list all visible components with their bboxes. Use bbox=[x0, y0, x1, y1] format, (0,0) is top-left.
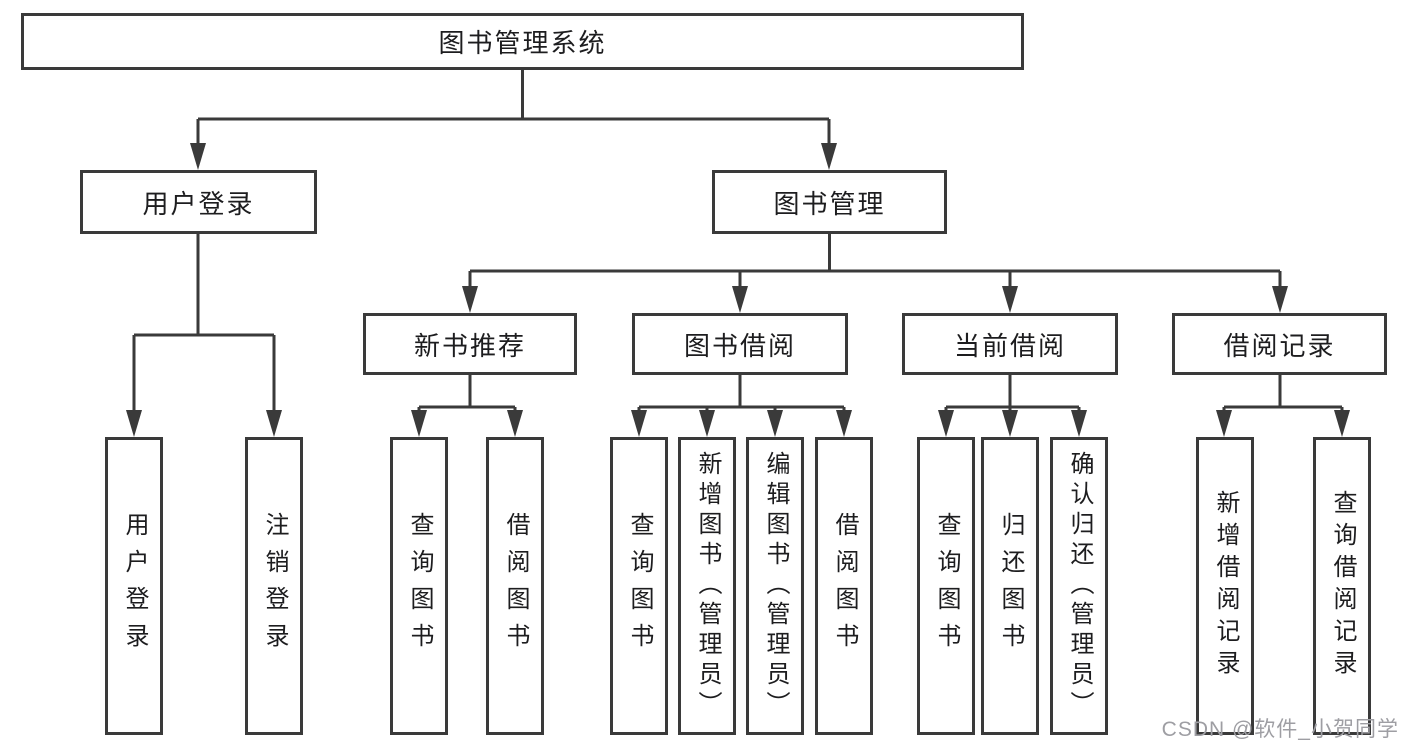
leaf-nbr-query-book: 查询图书 bbox=[390, 437, 448, 735]
node-user-login: 用户登录 bbox=[80, 170, 317, 234]
leaf-bb-borrow-book: 借阅图书 bbox=[815, 437, 873, 735]
node-book-management-label: 图书管理 bbox=[773, 188, 886, 219]
node-current-borrowing: 当前借阅 bbox=[902, 313, 1118, 375]
node-new-book-recommend-label: 新书推荐 bbox=[413, 330, 526, 361]
node-book-management: 图书管理 bbox=[712, 170, 947, 234]
arrowheads bbox=[126, 143, 1350, 437]
node-new-book-recommend: 新书推荐 bbox=[363, 313, 577, 375]
leaf-bb-add-book-admin: 新增图书（管理员） bbox=[678, 437, 736, 735]
leaf-logout: 注销登录 bbox=[245, 437, 303, 735]
node-book-borrowing-label: 图书借阅 bbox=[683, 330, 796, 361]
node-current-borrowing-label: 当前借阅 bbox=[953, 330, 1066, 361]
leaf-user-login: 用户登录 bbox=[105, 437, 163, 735]
leaf-bb-query-book: 查询图书 bbox=[610, 437, 668, 735]
leaf-cb-confirm-return-admin: 确认归还（管理员） bbox=[1050, 437, 1108, 735]
leaf-cb-return-book: 归还图书 bbox=[981, 437, 1039, 735]
node-user-login-label: 用户登录 bbox=[142, 188, 255, 219]
node-borrow-records-label: 借阅记录 bbox=[1223, 330, 1336, 361]
leaf-bb-edit-book-admin: 编辑图书（管理员） bbox=[746, 437, 804, 735]
node-book-borrowing: 图书借阅 bbox=[632, 313, 848, 375]
leaf-cb-query-book: 查询图书 bbox=[917, 437, 975, 735]
leaf-br-query-record: 查询借阅记录 bbox=[1313, 437, 1371, 735]
node-root: 图书管理系统 bbox=[21, 13, 1024, 70]
leaf-br-add-record: 新增借阅记录 bbox=[1196, 437, 1254, 735]
node-root-label: 图书管理系统 bbox=[438, 28, 607, 58]
watermark-csdn: CSDN @软件_小贺同学 bbox=[1161, 718, 1399, 741]
node-borrow-records: 借阅记录 bbox=[1172, 313, 1387, 375]
leaf-nbr-borrow-book: 借阅图书 bbox=[486, 437, 544, 735]
